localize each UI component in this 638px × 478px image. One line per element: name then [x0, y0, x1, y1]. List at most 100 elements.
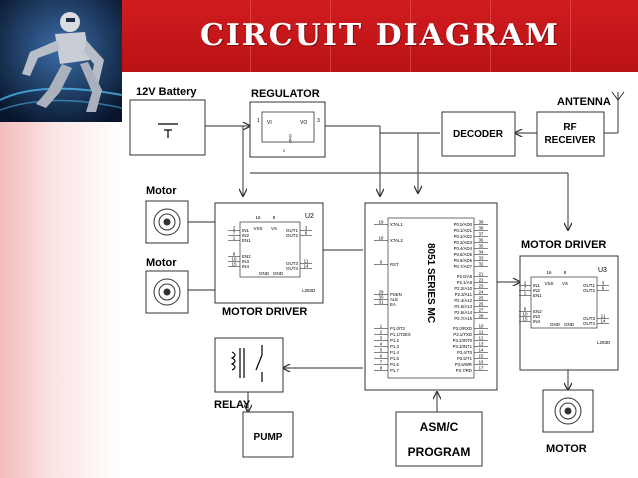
mcu-left-pin-num: 5: [380, 348, 383, 353]
u3-ref: U3: [598, 267, 607, 274]
motor-top-label: Motor: [146, 185, 177, 197]
mcu-right-pin-label: P0.7/AD7: [454, 264, 473, 269]
u3-left-pin-num: 2: [524, 281, 527, 286]
relay-box: [214, 337, 284, 393]
u2-ref: U2: [305, 213, 314, 220]
reg-pin1: 1: [257, 118, 260, 124]
u3-right-pin-num: 6: [602, 286, 605, 291]
u3-left-pin-label: EN2: [533, 309, 542, 314]
u3-left-pin-label: EN1: [533, 293, 542, 298]
u3-left-pin-label: IN4: [533, 319, 541, 324]
u2-bottom-label: GND: [273, 271, 284, 276]
mcu-right-pin-num: 14: [479, 348, 484, 353]
u3-bottom-label: GND: [564, 322, 575, 327]
u3-top-pin-num: 16: [546, 270, 552, 275]
mcu-right-pin-num: 23: [479, 284, 484, 289]
decoder-label: DECODER: [453, 129, 504, 140]
u3-top-pin-label: VSS: [544, 281, 553, 286]
relay-coil-icon: [230, 345, 263, 382]
mcu-right-pin-label: P0.5/AD5: [454, 252, 473, 257]
u2-left-pin-label: EN1: [242, 238, 251, 243]
u2-right-pin-label: OUT3: [286, 261, 298, 266]
mcu-right-pin-label: P0.3/AD3: [454, 240, 473, 245]
mcu-right-pin-num: 39: [479, 220, 484, 225]
regulator-ic: [261, 111, 315, 143]
u3-top-pin-label: VS: [562, 281, 568, 286]
mcu-right-pin-num: 13: [479, 342, 484, 347]
u3-bottom-label: GND: [550, 322, 561, 327]
mcu-left-pin-num: 4: [380, 342, 383, 347]
mcu-left-pin-label: PSEN: [390, 292, 402, 297]
mcu-right-pin-num: 24: [479, 290, 484, 295]
u3-left-pin-num: 15: [522, 317, 528, 322]
mcu-right-pin-label: P0.2/AD2: [454, 234, 473, 239]
u2-left-pin-num: 9: [233, 252, 236, 257]
mcu-right-pin-label: P3.7/RD: [456, 368, 472, 373]
u2-top-pin-label: VSS: [253, 226, 262, 231]
u2-right-pin-num: 3: [305, 226, 308, 231]
mcu-right-pin-label: P0.4/AD4: [454, 246, 473, 251]
rf-receiver-box: [536, 111, 605, 157]
mcu-right-pin-label: P0.6/AD6: [454, 258, 473, 263]
u3-top-pin-num: 8: [564, 270, 567, 275]
mcu-left-pin-num: 30: [379, 295, 384, 300]
mcu-left-pin-num: 9: [380, 260, 383, 265]
u2-left-pin-label: IN3: [242, 259, 250, 264]
battery-box: [129, 99, 206, 156]
u2-bottom-label: GND: [259, 271, 270, 276]
mcu-right-pin-label: P2.3/A11: [455, 292, 473, 297]
mcu-right-pin-num: 37: [479, 232, 484, 237]
program-box: [395, 411, 483, 467]
u3-right-pin-num: 11: [601, 314, 606, 319]
u2-left-pin-label: IN1: [242, 228, 250, 233]
asm-label-2: PROGRAM: [408, 445, 471, 459]
regulator-label: REGULATOR: [251, 88, 320, 100]
u2-ic: [239, 221, 301, 278]
u3-left-pin-num: 1: [524, 291, 527, 296]
mcu-right-pin-label: P2.7/A15: [454, 316, 472, 321]
mcu-right-pin-num: 35: [479, 244, 484, 249]
mcu-left-pin-label: XTAL2: [390, 238, 403, 243]
mcu-left-pin-label: P1.7: [390, 368, 399, 373]
mcu-left-pin-num: 8: [380, 366, 383, 371]
u2-top-pin-num: 16: [255, 215, 261, 220]
u2-right-pin-label: OUT4: [286, 266, 298, 271]
mcu-right-pin-num: 33: [479, 256, 484, 261]
mcu-right-pin-num: 10: [479, 324, 484, 329]
page-title: CIRCUIT DIAGRAM: [199, 18, 561, 53]
mcu-left-pin-label: P1.3: [390, 344, 399, 349]
mcu-right-pin-label: P3.3/INT1: [453, 344, 473, 349]
mcu-left-pin-num: 2: [380, 330, 383, 335]
mcu-left-pin-label: EA: [390, 302, 396, 307]
mcu-right-pin-label: P3.0/RXD: [453, 326, 472, 331]
u3-left-pin-label: IN3: [533, 314, 541, 319]
mcu-right-pin-num: 21: [479, 272, 484, 277]
u2-left-pin-label: EN2: [242, 254, 251, 259]
mcu-left-pin-label: P1.1/T2EX: [390, 332, 411, 337]
u3-right-pin-label: OUT3: [583, 316, 595, 321]
mcu-right-pin-label: P3.4/T0: [457, 350, 473, 355]
mcu-right-pin-label: P2.2/A10: [454, 286, 472, 291]
motor-driver-right-label: MOTOR DRIVER: [521, 239, 606, 251]
mcu-left-pin-label: RST: [390, 262, 399, 267]
u3-left-pin-label: IN2: [533, 288, 541, 293]
mcu-left-pin-label: P1.2: [390, 338, 399, 343]
mcu-right-pin-num: 36: [479, 238, 484, 243]
mcu-right-pin-label: P3.6/WR: [455, 362, 472, 367]
mcu-left-pin-num: 1: [380, 324, 383, 329]
mcu-right-pin-num: 15: [479, 354, 484, 359]
u3-left-pin-num: 10: [522, 312, 528, 317]
reg-pin3: 3: [317, 118, 320, 124]
u3-left-pin-num: 7: [524, 286, 527, 291]
mcu-right-pin-num: 32: [479, 262, 484, 267]
mcu-right-pin-label: P2.0/A8: [457, 274, 473, 279]
u3-right-pin-num: 14: [600, 319, 606, 324]
mcu-ic: [387, 217, 475, 379]
mcu-right-pin-num: 26: [479, 302, 484, 307]
mcu-right-pin-label: P3.5/T1: [457, 356, 473, 361]
pump-box: [242, 411, 294, 458]
u2-left-pin-num: 1: [233, 236, 236, 241]
mcu-left-pin-label: P1.4: [390, 350, 399, 355]
